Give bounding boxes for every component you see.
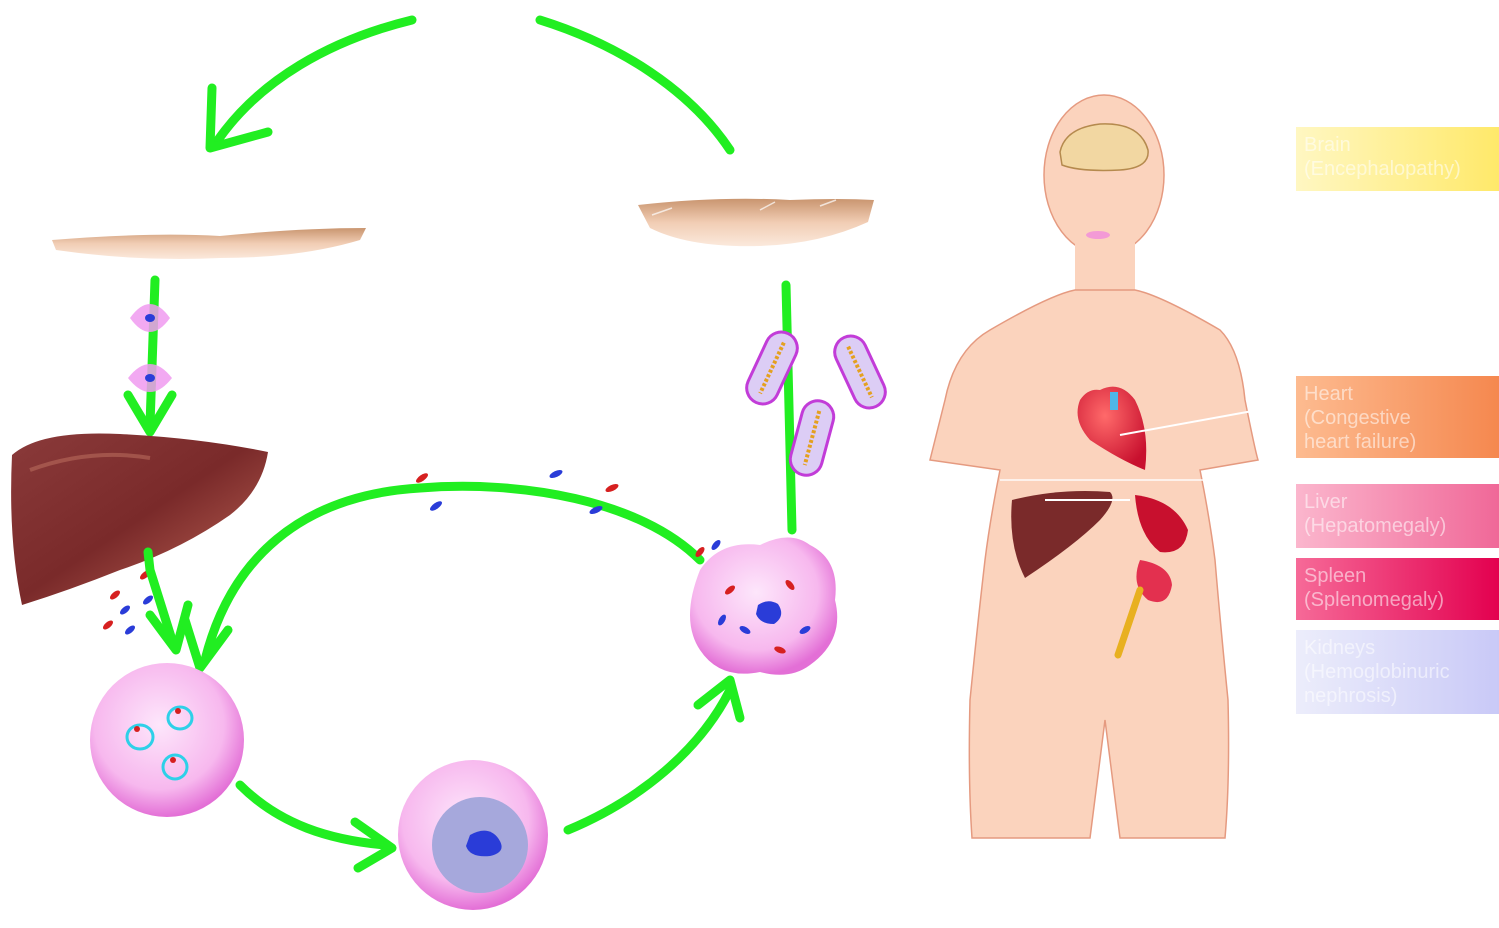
arrow-top-arc-right <box>535 15 735 155</box>
sporozoites <box>128 304 172 392</box>
arrow-ring-to-schizont <box>235 780 397 873</box>
label-liver: Liver (Hepatomegaly) <box>1296 484 1499 548</box>
liver-organ <box>11 433 268 605</box>
arrow-liver-to-rbc <box>143 547 193 655</box>
human-figure <box>929 94 1259 839</box>
rbc-schizont <box>398 760 548 910</box>
skin-strip-right <box>638 198 874 247</box>
arrow-reinvasion-loop <box>180 481 705 673</box>
label-brain: Brain (Encephalopathy) <box>1296 127 1499 191</box>
arrow-skin-to-liver <box>123 275 177 437</box>
arrow-to-mosquito <box>781 280 797 535</box>
merozoites-from-liver <box>103 570 153 635</box>
label-heart: Heart (Congestive heart failure) <box>1296 376 1499 458</box>
rbc-ring-stage <box>90 663 244 817</box>
merozoites-in-circulation <box>416 469 619 515</box>
gametocytes <box>745 330 887 477</box>
skin-strip-left <box>52 228 366 259</box>
arrow-schizont-to-rupture <box>563 675 745 835</box>
rupturing-rbc <box>690 537 838 675</box>
arrow-top-arc-left <box>205 15 417 153</box>
label-spleen: Spleen (Splenomegaly) <box>1296 558 1499 620</box>
label-kidneys: Kidneys (Hemoglobinuric nephrosis) <box>1296 630 1499 714</box>
